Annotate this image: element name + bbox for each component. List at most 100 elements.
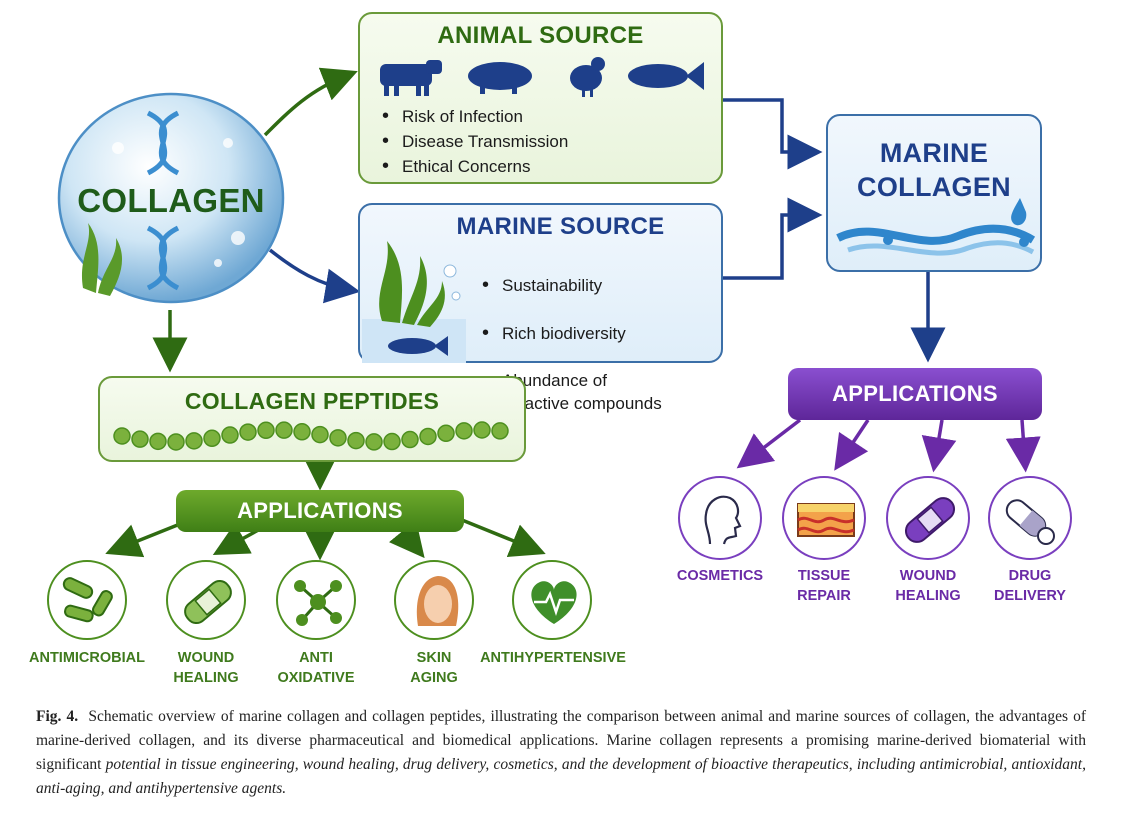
app-drug-delivery: [988, 476, 1072, 560]
label-skin-aging: SKIN AGING: [374, 648, 494, 688]
peptide-bead: [113, 427, 131, 445]
peptide-bead: [257, 421, 275, 440]
marine-scene-icon: [362, 241, 466, 363]
bacteria-icon: [62, 577, 113, 623]
label-line: COSMETICS: [676, 568, 764, 584]
fish-icon: [628, 62, 704, 90]
peptide-bead: [455, 422, 473, 440]
peptide-bead: [311, 425, 329, 444]
marine-collagen-line1: MARINE: [879, 138, 989, 168]
label-line: HEALING: [173, 670, 239, 686]
label-line: DRUG: [1008, 568, 1052, 584]
molecule-icon: [294, 580, 342, 626]
marine-collagen-box: MARINE COLLAGEN: [826, 114, 1042, 272]
peptide-applications-pill: APPLICATIONS: [176, 490, 464, 532]
skin-layers-icon: [797, 503, 855, 537]
bullet-item: Risk of Infection: [380, 104, 568, 129]
label-line: TISSUE: [797, 568, 851, 584]
label-antihypertensive: ANTIHYPERTENSIVE: [478, 648, 628, 668]
collagen-peptides-title: COLLAGEN PEPTIDES: [184, 388, 440, 414]
pig-icon: [468, 62, 532, 94]
peptide-bead: [365, 433, 383, 451]
peptide-bead: [185, 432, 203, 450]
peptide-bead: [491, 422, 509, 440]
capsule-icon: [1005, 499, 1055, 545]
caption-fig-label: Fig. 4.: [36, 708, 79, 725]
animal-source-title: ANIMAL SOURCE: [437, 22, 644, 49]
collagen-label: COLLAGEN: [77, 182, 265, 219]
animal-source-bullets: Risk of Infection Disease Transmission E…: [380, 104, 568, 179]
bullet-item: Sustainability: [480, 273, 662, 298]
heart-pulse-icon: [531, 581, 577, 624]
cow-icon: [380, 60, 442, 96]
label-line: OXIDATIVE: [277, 670, 355, 686]
fish-icon: [388, 336, 448, 356]
app-cosmetics: [678, 476, 762, 560]
bullet-item: Ethical Concerns: [380, 154, 568, 179]
water-wave-icon: [836, 198, 1036, 256]
seaweed-icon: [81, 223, 123, 296]
app-skin-aging: [394, 560, 474, 640]
marine-applications-label: APPLICATIONS: [832, 381, 998, 406]
app-antimicrobial: [47, 560, 127, 640]
marine-source-title: MARINE SOURCE: [456, 213, 665, 240]
app-tissue-repair: [782, 476, 866, 560]
peptide-bead: [275, 421, 293, 439]
peptide-bead: [401, 430, 419, 449]
label-line: AGING: [410, 670, 458, 686]
peptide-chain-icon: [113, 421, 509, 451]
label-antimicrobial: ANTIMICROBIAL: [22, 648, 152, 668]
label-wound-healing-purple: WOUND HEALING: [868, 566, 988, 606]
collagen-peptides-box: COLLAGEN PEPTIDES: [98, 376, 526, 462]
label-cosmetics: COSMETICS: [660, 566, 780, 586]
peptide-bead: [329, 429, 347, 447]
label-line: WOUND: [899, 568, 957, 584]
label-line: WOUND: [177, 650, 235, 666]
label-antioxidative: ANTI OXIDATIVE: [256, 648, 376, 688]
figure-caption: Fig. 4. Schematic overview of marine col…: [36, 705, 1086, 801]
peptide-bead: [437, 424, 455, 443]
marine-source-box: MARINE SOURCE Sustainability Rich biodiv…: [358, 203, 723, 413]
peptide-bead: [167, 433, 185, 451]
label-wound-healing-green: WOUND HEALING: [146, 648, 266, 688]
label-line: DELIVERY: [994, 588, 1066, 604]
caption-italic: potential in tissue engineering, wound h…: [36, 756, 1086, 797]
peptide-bead: [347, 431, 365, 450]
peptide-bead: [203, 429, 221, 448]
label-line: HEALING: [895, 588, 961, 604]
seaweed-icon: [379, 241, 445, 327]
bullet-item: Rich biodiversity: [480, 321, 662, 346]
collagen-sphere: COLLAGEN: [48, 88, 294, 308]
marine-source-bullets: Sustainability Rich biodiversity Abundan…: [480, 253, 662, 435]
peptide-bead: [293, 423, 311, 441]
label-line: SKIN: [416, 650, 452, 666]
app-wound-healing-green: [166, 560, 246, 640]
peptide-bead: [149, 432, 167, 451]
bullet-item: Disease Transmission: [380, 129, 568, 154]
label-drug-delivery: DRUG DELIVERY: [970, 566, 1090, 606]
face-profile-icon: [704, 495, 742, 545]
chicken-icon: [570, 57, 605, 97]
app-antioxidative: [276, 560, 356, 640]
dna-helix-icon: [146, 110, 180, 291]
peptide-bead: [473, 421, 491, 439]
label-tissue-repair: TISSUE REPAIR: [764, 566, 884, 606]
bandage-icon: [904, 497, 956, 543]
label-line: ANTIMICROBIAL: [29, 650, 145, 666]
marine-applications-pill: APPLICATIONS: [788, 368, 1042, 420]
app-wound-healing-purple: [886, 476, 970, 560]
bubbles-icon: [112, 138, 245, 267]
label-line: REPAIR: [797, 588, 851, 604]
peptide-bead: [383, 432, 401, 451]
peptide-bead: [239, 423, 257, 441]
peptide-bead: [419, 427, 437, 446]
app-antihypertensive: [512, 560, 592, 640]
face-icon: [416, 576, 459, 626]
peptide-applications-label: APPLICATIONS: [237, 498, 403, 523]
label-line: ANTI: [299, 650, 333, 666]
peptide-bead: [221, 426, 239, 444]
marine-collagen-line2: COLLAGEN: [857, 172, 1011, 202]
peptide-bead: [131, 430, 149, 448]
bullet-item: Abundance of bioactive compounds: [480, 369, 662, 415]
